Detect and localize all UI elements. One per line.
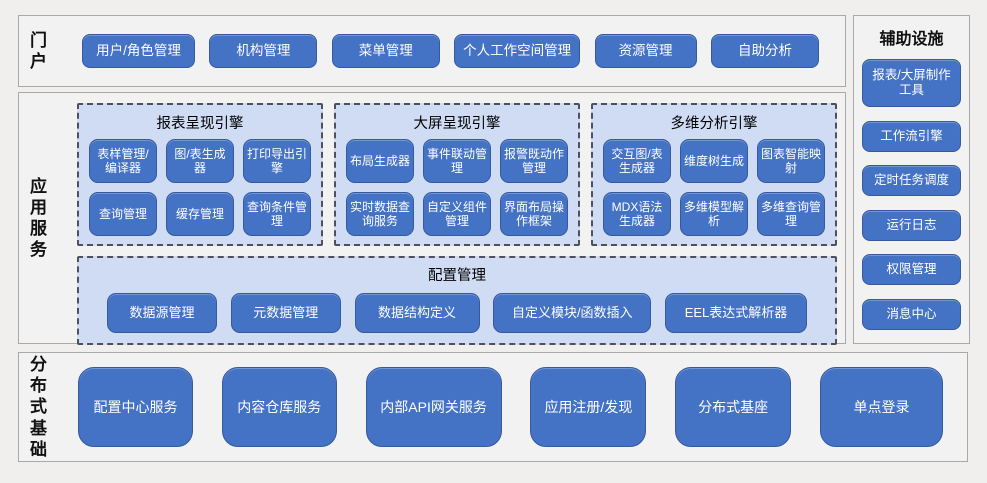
button-cache-mgmt[interactable]: 缓存管理: [166, 192, 234, 236]
panel-title: 报表呈现引擎: [156, 116, 244, 132]
section-auxiliary-facilities: 辅助设施 报表/大屏制作工具 工作流引擎 定时任务调度 运行日志 权限管理 消息…: [853, 15, 970, 344]
button-data-structure-definition[interactable]: 数据结构定义: [354, 293, 480, 333]
button-alarm-action-mgmt[interactable]: 报警既动作管理: [500, 139, 568, 183]
button-datasource-mgmt[interactable]: 数据源管理: [107, 293, 217, 333]
button-dimension-tree-generation[interactable]: 维度树生成: [680, 139, 748, 183]
button-report-style-mgmt-compiler[interactable]: 表样管理/编译器: [89, 139, 157, 183]
button-personal-workspace-mgmt[interactable]: 个人工作空间管理: [454, 34, 581, 68]
app-services-section-label: 应用服务: [30, 176, 47, 260]
panel-multidim-analysis-engine: 多维分析引擎 交互图/表生成器 维度树生成 图表智能映射 MDX语法生成器 多维…: [591, 103, 837, 246]
button-run-log[interactable]: 运行日志: [862, 209, 961, 241]
button-workflow-engine[interactable]: 工作流引擎: [862, 120, 961, 152]
button-realtime-data-query-service[interactable]: 实时数据查询服务: [346, 192, 414, 236]
portal-button-row: 用户/角色管理 机构管理 菜单管理 个人工作空间管理 资源管理 自助分析: [82, 16, 819, 86]
button-distributed-base[interactable]: 分布式基座: [675, 367, 792, 447]
panel-title: 大屏呈现引擎: [413, 116, 501, 132]
section-portal: 门户 用户/角色管理 机构管理 菜单管理 个人工作空间管理 资源管理 自助分析: [18, 15, 846, 87]
auxiliary-button-stack: 报表/大屏制作工具 工作流引擎 定时任务调度 运行日志 权限管理 消息中心: [862, 59, 961, 330]
portal-section-label: 门户: [30, 30, 47, 71]
button-single-sign-on[interactable]: 单点登录: [819, 367, 943, 447]
button-chart-table-generator[interactable]: 图/表生成器: [166, 139, 234, 183]
button-metadata-mgmt[interactable]: 元数据管理: [230, 293, 341, 333]
button-query-condition-mgmt[interactable]: 查询条件管理: [243, 192, 311, 236]
button-mdx-syntax-generator[interactable]: MDX语法生成器: [603, 192, 671, 236]
distributed-section-label: 分布式基础: [30, 354, 47, 459]
button-app-registration-discovery[interactable]: 应用注册/发现: [530, 367, 647, 447]
button-multidim-model-parsing[interactable]: 多维模型解析: [680, 192, 748, 236]
section-app-services: 应用服务 报表呈现引擎 表样管理/编译器 图/表生成器 打印导出引擎 查询管理 …: [18, 92, 846, 345]
button-config-center-service[interactable]: 配置中心服务: [78, 367, 193, 447]
button-user-role-mgmt[interactable]: 用户/角色管理: [82, 34, 195, 68]
button-ui-layout-framework[interactable]: 界面布局操作框架: [500, 192, 568, 236]
auxiliary-section-label: 辅助设施: [879, 31, 944, 48]
config-button-row: 数据源管理 元数据管理 数据结构定义 自定义模块/函数插入 EEL表达式解析器: [107, 291, 807, 335]
button-org-mgmt[interactable]: 机构管理: [209, 34, 318, 68]
button-menu-mgmt[interactable]: 菜单管理: [331, 34, 440, 68]
module-grid: 表样管理/编译器 图/表生成器 打印导出引擎 查询管理 缓存管理 查询条件管理: [89, 139, 311, 236]
button-event-linkage-mgmt[interactable]: 事件联动管理: [423, 139, 491, 183]
button-internal-api-gateway-service[interactable]: 内部API网关服务: [365, 367, 502, 447]
button-permission-mgmt[interactable]: 权限管理: [862, 254, 961, 285]
panel-report-rendering-engine: 报表呈现引擎 表样管理/编译器 图/表生成器 打印导出引擎 查询管理 缓存管理 …: [77, 103, 323, 246]
button-resource-mgmt[interactable]: 资源管理: [594, 34, 697, 68]
module-grid: 交互图/表生成器 维度树生成 图表智能映射 MDX语法生成器 多维模型解析 多维…: [603, 139, 825, 236]
button-query-mgmt[interactable]: 查询管理: [89, 192, 157, 236]
app-services-content: 报表呈现引擎 表样管理/编译器 图/表生成器 打印导出引擎 查询管理 缓存管理 …: [77, 103, 837, 345]
button-print-export-engine[interactable]: 打印导出引擎: [243, 139, 311, 183]
button-message-center[interactable]: 消息中心: [862, 298, 961, 330]
engine-panels-row: 报表呈现引擎 表样管理/编译器 图/表生成器 打印导出引擎 查询管理 缓存管理 …: [77, 103, 837, 246]
button-scheduled-task-scheduling[interactable]: 定时任务调度: [862, 165, 961, 196]
button-eel-expression-parser[interactable]: EEL表达式解析器: [665, 293, 807, 333]
button-report-bigscreen-authoring-tool[interactable]: 报表/大屏制作工具: [862, 59, 961, 107]
button-content-repo-service[interactable]: 内容仓库服务: [221, 367, 337, 447]
button-chart-smart-mapping[interactable]: 图表智能映射: [757, 139, 825, 183]
panel-title: 配置管理: [428, 268, 486, 284]
panel-title: 多维分析引擎: [670, 116, 758, 132]
panel-bigscreen-rendering-engine: 大屏呈现引擎 布局生成器 事件联动管理 报警既动作管理 实时数据查询服务 自定义…: [334, 103, 580, 246]
module-grid: 布局生成器 事件联动管理 报警既动作管理 实时数据查询服务 自定义组件管理 界面…: [346, 139, 568, 236]
button-self-service-analysis[interactable]: 自助分析: [710, 34, 819, 68]
button-multidim-query-mgmt[interactable]: 多维查询管理: [757, 192, 825, 236]
button-interactive-chart-generator[interactable]: 交互图/表生成器: [603, 139, 671, 183]
button-custom-module-function-insert[interactable]: 自定义模块/函数插入: [493, 293, 652, 333]
button-custom-component-mgmt[interactable]: 自定义组件管理: [423, 192, 491, 236]
panel-config-mgmt: 配置管理 数据源管理 元数据管理 数据结构定义 自定义模块/函数插入 EEL表达…: [77, 256, 837, 345]
section-distributed-foundation: 分布式基础 配置中心服务 内容仓库服务 内部API网关服务 应用注册/发现 分布…: [18, 352, 968, 462]
distributed-button-row: 配置中心服务 内容仓库服务 内部API网关服务 应用注册/发现 分布式基座 单点…: [78, 353, 943, 461]
button-layout-generator[interactable]: 布局生成器: [346, 139, 414, 183]
